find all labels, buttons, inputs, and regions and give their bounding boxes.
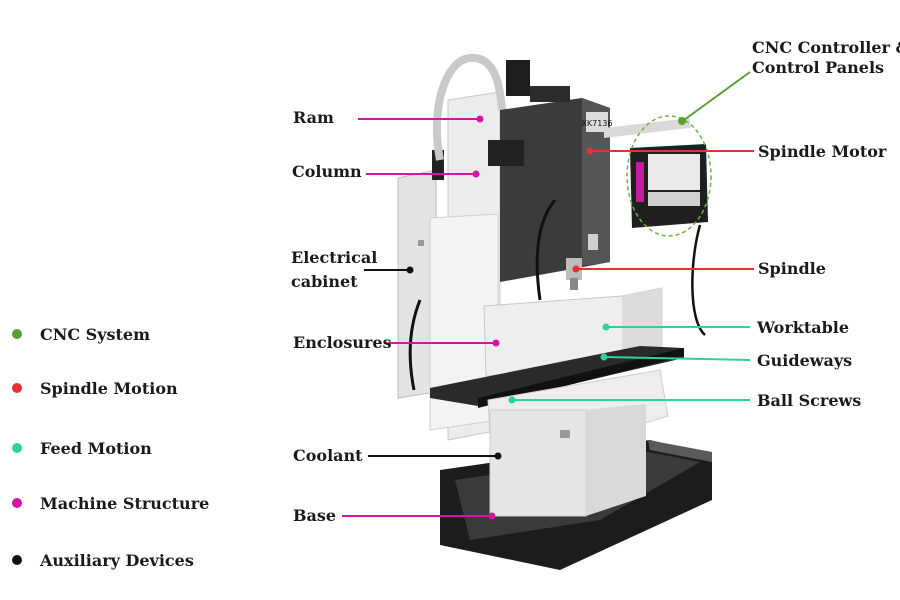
coolant-hose (432, 54, 506, 161)
legend-dot (12, 329, 22, 339)
leader-lines (342, 71, 754, 520)
legend-item-machine-structure: Machine Structure (12, 491, 209, 515)
spindle-head: XK7136 (488, 60, 613, 301)
enclosures-anchor-dot (492, 339, 500, 347)
callout-base: Base (293, 506, 337, 525)
electrical-cabinet-anchor-dot (406, 266, 414, 274)
legend-item-feed-motion: Feed Motion (12, 436, 152, 460)
legend-item-auxiliary-devices: Auxiliary Devices (12, 548, 194, 572)
ram-anchor-dot (476, 115, 484, 123)
callout-ball-screws: Ball Screws (757, 391, 862, 410)
callout-spindle: Spindle (758, 259, 826, 278)
guideways-anchor-dot (600, 353, 608, 361)
callout-worktable: Worktable (757, 318, 850, 337)
guideways-leader (603, 356, 751, 361)
ball-screws-anchor-dot (508, 396, 516, 404)
callout-column: Column (292, 162, 362, 181)
saddle (487, 369, 669, 517)
legend-item-spindle-motion: Spindle Motion (12, 376, 178, 400)
legend-label: Feed Motion (40, 438, 152, 458)
cnc-controller-leader (683, 71, 751, 121)
cnc-controller-anchor-dot (678, 117, 686, 125)
callout-electrical-cabinet-line2: cabinet (291, 272, 358, 291)
legend-dot (12, 498, 22, 508)
spindle-motor-anchor-dot (586, 147, 594, 155)
callout-coolant: Coolant (293, 446, 363, 465)
callout-ram: Ram (293, 108, 334, 127)
model-plate-text: XK7136 (581, 119, 612, 128)
column-anchor-dot (472, 170, 480, 178)
callout-spindle-motor: Spindle Motor (758, 142, 887, 161)
legend-label: Auxiliary Devices (40, 550, 194, 570)
callout-guideways: Guideways (757, 351, 853, 370)
legend-dot (12, 555, 22, 565)
legend-label: Machine Structure (40, 493, 210, 513)
legend-label: Spindle Motion (40, 378, 178, 398)
legend-dot (12, 443, 22, 453)
base-anchor-dot (488, 512, 496, 520)
spindle-anchor-dot (572, 265, 580, 273)
callout-electrical-cabinet-line1: Electrical (291, 248, 378, 267)
legend-label: CNC System (40, 324, 151, 344)
legend-dot (12, 383, 22, 393)
coolant-anchor-dot (494, 452, 502, 460)
spindle (566, 258, 582, 290)
cnc-controller (604, 115, 712, 336)
worktable-anchor-dot (602, 323, 610, 331)
legend-item-cnc-system: CNC System (12, 322, 150, 346)
callout-cnc-controller-line2: Control Panels (752, 58, 885, 77)
callout-cnc-controller-line1: CNC Controller & (752, 38, 900, 57)
callout-enclosures: Enclosures (293, 333, 392, 352)
